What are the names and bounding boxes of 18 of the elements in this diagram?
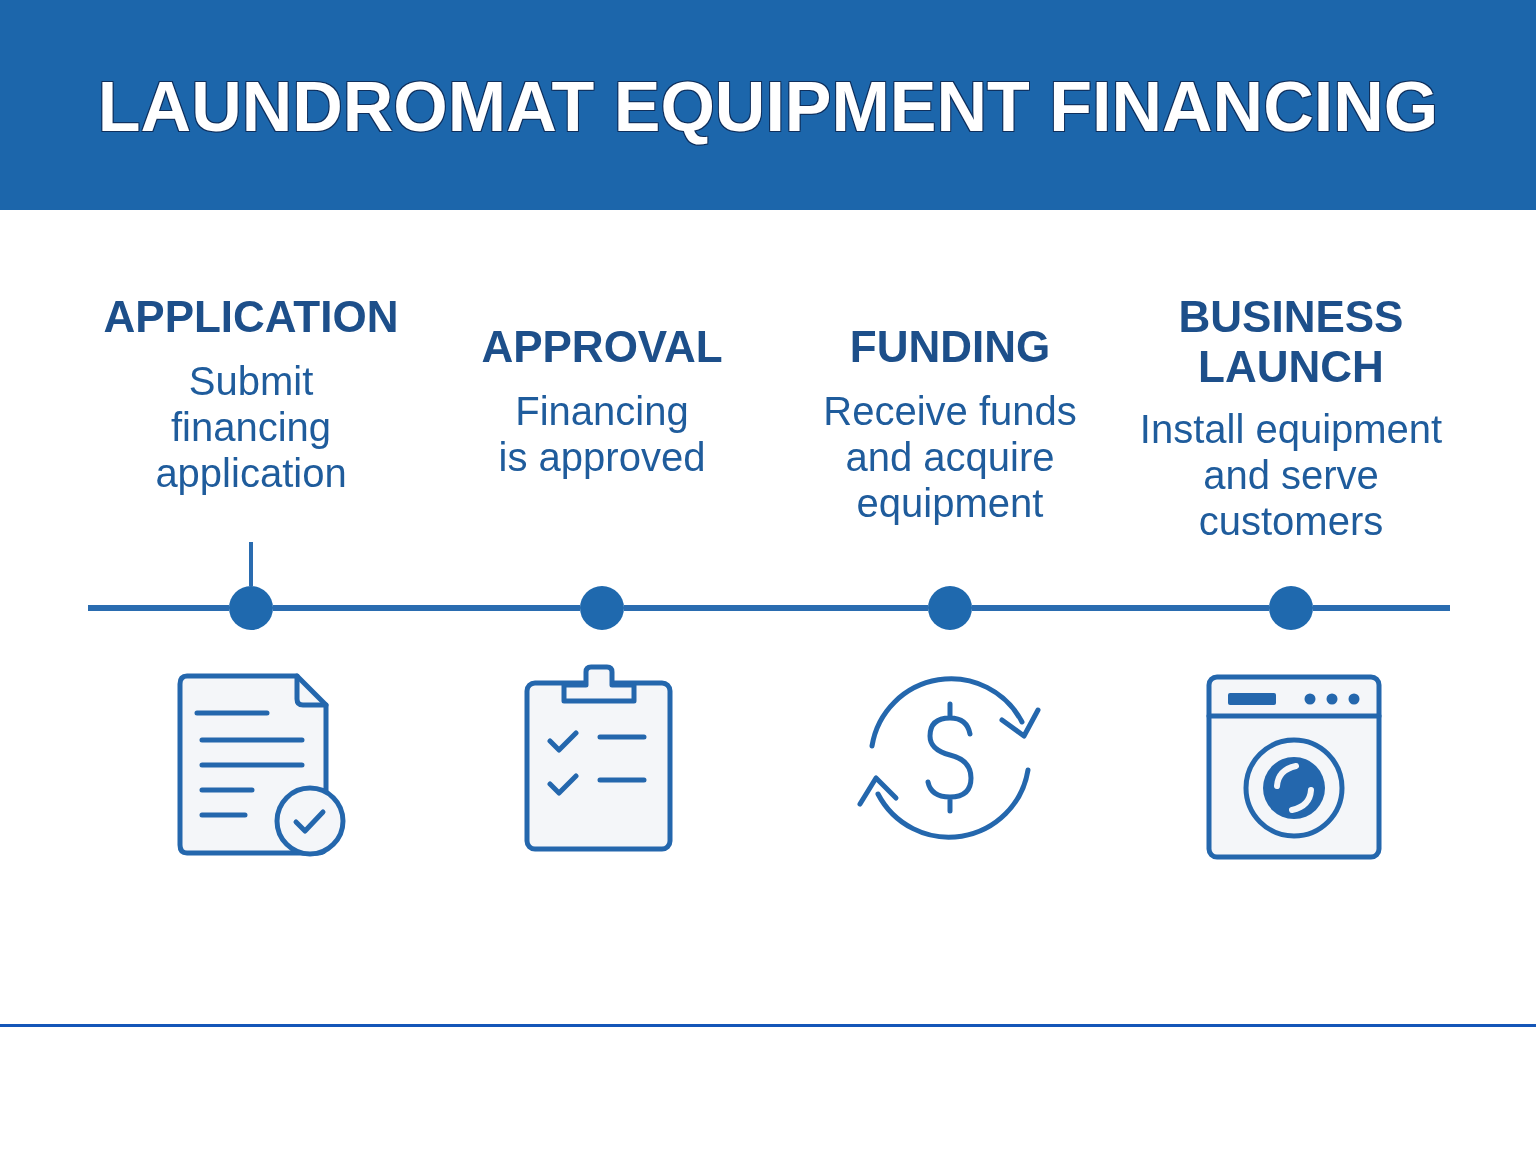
stage-description: Receive funds and acquire equipment: [822, 388, 1078, 526]
stage-description: Financing is approved: [497, 388, 707, 480]
timeline-dot: [1269, 586, 1313, 630]
stage-heading: APPLICATION: [102, 292, 400, 342]
timeline-line: [624, 605, 928, 611]
timeline-line: [88, 605, 229, 611]
timeline-dot: [580, 586, 624, 630]
timeline-line: [273, 605, 580, 611]
stage-heading: BUSINESS LAUNCH: [1177, 292, 1405, 392]
stage-heading: APPROVAL: [480, 322, 724, 372]
timeline-line: [972, 605, 1269, 611]
stage-heading: FUNDING: [848, 322, 1052, 372]
timeline-dot: [928, 586, 972, 630]
timeline-line: [1313, 605, 1450, 611]
stage-description: Install equipment and serve customers: [1138, 406, 1444, 544]
stage-description: Submit financing application: [154, 358, 348, 496]
timeline-dot: [229, 586, 273, 630]
title: LAUNDROMAT EQUIPMENT FINANCING: [97, 67, 1439, 148]
